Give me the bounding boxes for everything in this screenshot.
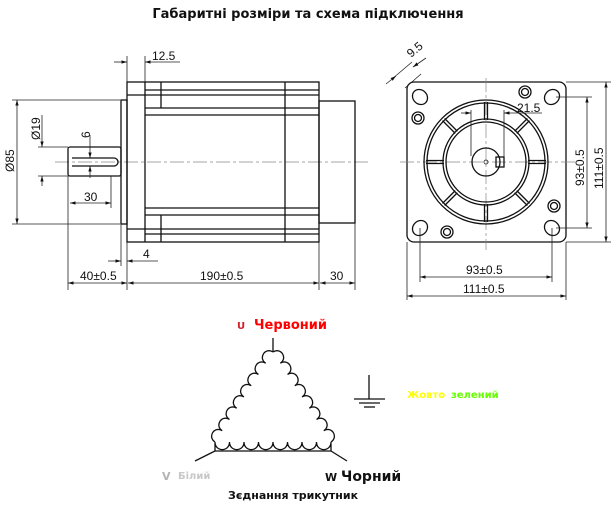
fin [516,120,530,134]
dim-key: 6 [79,131,93,138]
shaft-key [72,157,119,167]
dim-rear: 30 [330,269,344,283]
wire-color-ground-green: зелений [451,390,499,401]
delta-wiring: U Червоний V Білий W Чорний Жовто зелени… [162,318,499,502]
lead-w [330,450,348,462]
dim-shaft-len: 40±0.5 [80,269,117,283]
mount-holes [411,85,561,239]
fin [442,190,456,204]
terminal-v: V [162,470,171,483]
wire-color-v: Білий [178,471,210,482]
shaft-end [471,147,501,177]
delta-windings [211,350,335,452]
wire-color-u: Червоний [254,318,327,333]
terminal-u: U [237,321,245,332]
lead-v [194,450,216,462]
fin [514,192,528,206]
fin [516,190,530,204]
dim-hub: 21.5 [517,101,541,115]
dim-size-v: 111±0.5 [592,147,606,189]
fin [444,192,458,206]
shaft [67,146,122,177]
terminal-w: W [325,471,337,484]
side-view: 12.5 Ø85 Ø19 6 30 4 40±0.5 190±0.5 30 [3,49,370,290]
dim-shaft-dia: Ø19 [29,117,43,140]
dim-body-len: 190±0.5 [200,269,244,283]
dim-flange: 12.5 [152,49,176,63]
fin [444,118,458,132]
dim-bolt-h: 93±0.5 [466,263,503,277]
front-view: 9.5 21.5 93±0.5 111±0.5 93±0.5 111±0.5 [385,39,611,300]
page-title: Габаритні розміри та схема підключення [152,7,463,22]
fin [514,118,528,132]
wire-color-ground-yellow: Жовто [407,390,445,401]
rear-cap [318,100,356,224]
dim-hole: 9.5 [404,39,426,61]
dim-size-h: 111±0.5 [463,282,505,296]
dim-key-len: 30 [84,190,98,204]
connection-caption: Зєднання трикутник [228,489,359,502]
dim-pilot: 4 [143,247,150,261]
fin [442,120,456,134]
dim-body-dia: Ø85 [3,149,17,172]
dim-bolt-v: 93±0.5 [573,149,587,186]
wire-color-w: Чорний [341,469,401,485]
ground-icon [354,375,385,408]
